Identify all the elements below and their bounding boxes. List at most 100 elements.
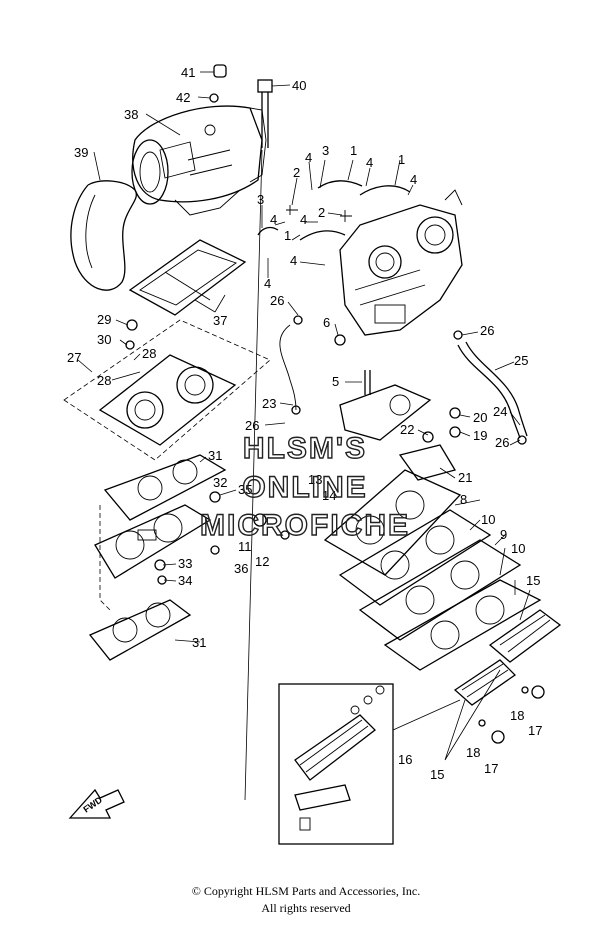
fwd-arrow-icon: FWD [68,788,125,819]
gasket-10b [383,579,542,671]
reed-spacer [358,539,522,641]
fuel-hose [317,180,363,189]
plug [449,407,461,419]
callout-label: 4 [270,212,277,227]
callout-label: 11 [238,539,252,554]
callout-label: 10 [481,512,495,527]
callout-label: 41 [181,65,195,80]
muffler-assembly [131,105,267,216]
bolt [209,491,221,503]
callout-label: 2 [318,205,325,220]
bolt [531,685,545,699]
callout-label: 9 [500,527,507,542]
gasket-10a [338,509,492,606]
exhaust-gasket-upper [103,454,227,521]
callout-label: 18 [466,745,480,760]
callout-label: 32 [213,475,227,490]
washer [209,93,219,103]
callout-label: 26 [495,435,509,450]
callout-label: 29 [97,312,111,327]
callout-label: 42 [176,90,190,105]
callout-label: 36 [234,561,248,576]
callout-label: 4 [264,276,271,291]
callout-label: 14 [322,488,336,503]
callout-label: 31 [192,635,206,650]
copyright-line2: All rights reserved [261,901,351,915]
callout-label: 25 [514,353,528,368]
callout-label: 10 [511,541,525,556]
callout-label: 15 [430,767,444,782]
exhaust-plate [94,504,212,579]
callout-label: 27 [67,350,81,365]
breather-hose [279,324,297,411]
callout-label: 1 [350,143,357,158]
drain-hose [465,341,528,437]
copyright-line1: © Copyright HLSM Parts and Accessories, … [191,884,421,898]
callout-label: 1 [398,152,405,167]
cap [213,64,227,78]
callout-label: 33 [178,556,192,571]
fuel-hose [299,230,346,241]
fitting [449,426,461,438]
bolt [334,334,346,346]
washer [478,719,486,727]
washer [280,530,290,540]
clamp [517,435,527,445]
callout-label: 26 [270,293,284,308]
callout-label: 4 [366,155,373,170]
callout-label: 8 [460,492,467,507]
watermark: HLSM'S ONLINE MICROFICHE [199,431,410,542]
callout-label: 21 [458,470,472,485]
long-bolt [257,79,273,148]
callout-label: 31 [208,448,222,463]
callout-label: 12 [255,554,269,569]
bolt [422,431,434,443]
callout-label: 13 [308,472,322,487]
callout-label: 4 [300,212,307,227]
callout-label: 16 [398,752,412,767]
callout-label: 34 [178,573,192,588]
fitting [253,513,267,527]
clamp [453,330,463,340]
callout-label: 37 [213,313,227,328]
callout-label: 3 [322,143,329,158]
callout-label: 2 [293,165,300,180]
callout-label: 4 [290,253,297,268]
watermark-line1: HLSM'S [243,432,367,465]
bolt [491,730,505,744]
bolt [126,319,138,331]
callout-labels: 41 40 42 38 39 3 1 1 2 4 4 4 3 2 4 4 1 4… [67,65,542,782]
exhaust-gasket-lower [88,599,192,661]
clamp [293,315,303,325]
callout-label: 38 [124,107,138,122]
t-joint [286,205,298,215]
reed-valve-inset [278,683,394,845]
callout-label: 39 [74,145,88,160]
fuel-hose [359,185,411,196]
callout-label: 22 [400,422,414,437]
intake-manifold [323,469,462,576]
watermark-line2: ONLINE [242,471,367,504]
callout-label: 30 [97,332,111,347]
cover-port [389,394,411,416]
reed-valve [453,659,517,706]
t-joint [340,210,352,222]
callout-label: 1 [284,228,291,243]
callout-label: 19 [473,428,487,443]
stud [364,370,371,395]
watermark-line3: MICROFICHE [200,509,410,542]
callout-label: 17 [484,761,498,776]
callout-label: 3 [257,192,264,207]
leader-lines [77,71,531,761]
clamp [291,405,301,415]
carburetor-assembly [339,189,463,336]
callout-label: 40 [292,78,306,93]
callout-label: 4 [410,172,417,187]
manifold-assembly [63,319,271,461]
callout-label: 24 [493,404,507,419]
callout-label: 23 [262,396,276,411]
bracket [398,444,456,481]
exhaust-gasket [128,239,247,316]
callout-label: 20 [473,410,487,425]
